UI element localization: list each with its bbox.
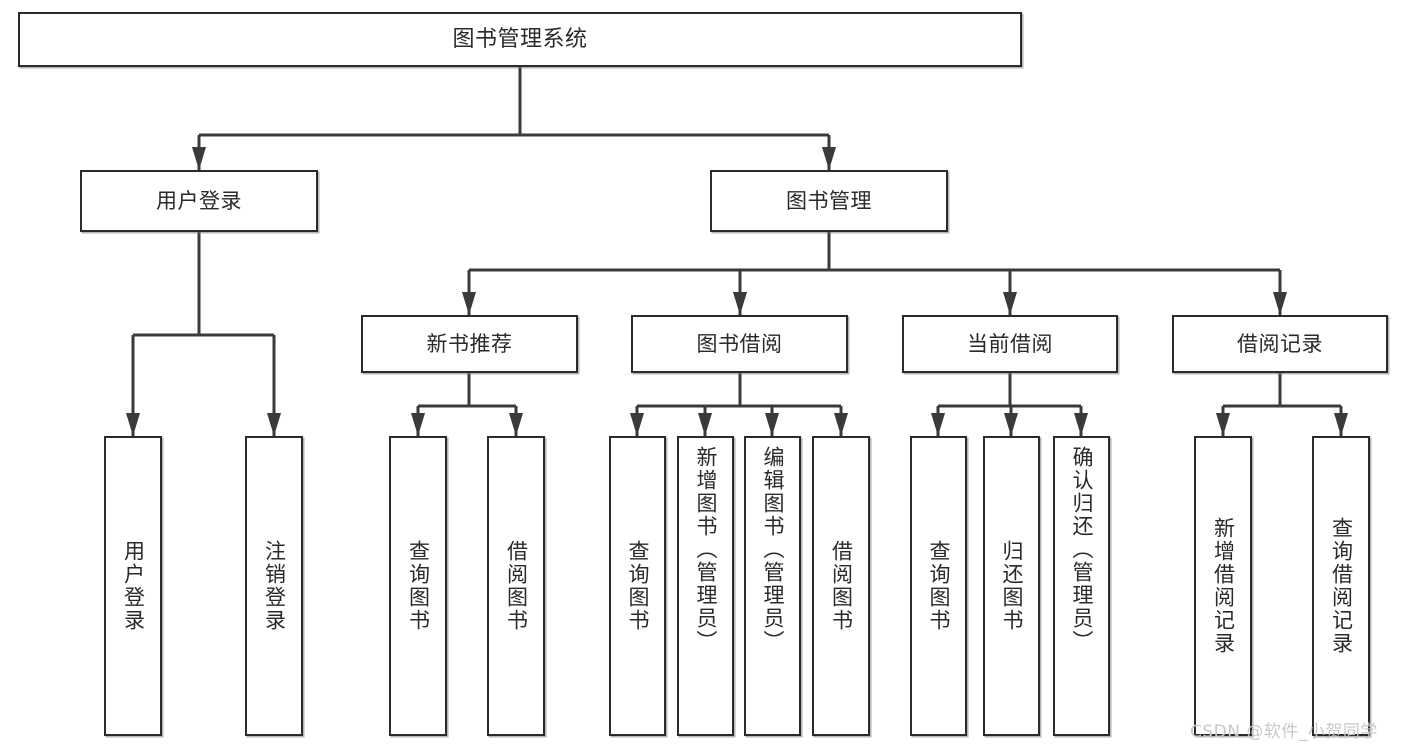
arrowhead-icon (834, 413, 848, 436)
arrowhead-icon (822, 147, 836, 170)
node-label: 归还图书 (1000, 540, 1024, 632)
node-label: 注销登录 (262, 540, 287, 632)
node-label: 图书管理 (786, 188, 872, 213)
arrowhead-icon (733, 292, 747, 315)
node-box-leaf-query-book-2[interactable]: 查询图书 (609, 436, 666, 736)
node-box-leaf-return-book[interactable]: 归还图书 (983, 436, 1040, 736)
node-label: 编辑图书（管理员） (761, 446, 785, 653)
node-box-leaf-query-book-3[interactable]: 查询图书 (910, 436, 967, 736)
node-box-current-borrow[interactable]: 当前借阅 (902, 315, 1118, 373)
arrowhead-icon (630, 413, 644, 436)
node-box-leaf-query-borrow-record[interactable]: 查询借阅记录 (1312, 436, 1370, 736)
arrowhead-icon (1334, 413, 1348, 436)
node-label: 新增图书（管理员） (694, 446, 718, 653)
node-label: 图书管理系统 (452, 26, 588, 52)
arrowhead-icon (509, 413, 523, 436)
node-label: 借阅记录 (1237, 331, 1323, 356)
arrowhead-icon (1074, 413, 1088, 436)
arrowhead-icon (1216, 413, 1230, 436)
node-box-leaf-user-login[interactable]: 用户登录 (104, 436, 162, 736)
node-box-leaf-query-book-1[interactable]: 查询图书 (389, 436, 447, 736)
node-box-leaf-confirm-return-admin[interactable]: 确认归还（管理员） (1053, 436, 1110, 736)
node-label: 查询图书 (626, 540, 650, 632)
node-box-leaf-add-book-admin[interactable]: 新增图书（管理员） (677, 436, 734, 736)
node-label: 用户登录 (156, 188, 242, 213)
node-box-borrow-record[interactable]: 借阅记录 (1172, 315, 1388, 373)
node-box-leaf-user-logout[interactable]: 注销登录 (245, 436, 303, 736)
arrowhead-icon (411, 413, 425, 436)
node-label: 确认归还（管理员） (1070, 446, 1094, 653)
arrowhead-icon (765, 413, 779, 436)
arrowhead-icon (462, 292, 476, 315)
node-box-user-login[interactable]: 用户登录 (80, 170, 318, 232)
arrowhead-icon (1004, 413, 1018, 436)
node-label: 查询图书 (406, 540, 431, 632)
node-box-leaf-add-borrow-record[interactable]: 新增借阅记录 (1194, 436, 1252, 736)
arrowhead-icon (1003, 292, 1017, 315)
arrowhead-icon (698, 413, 712, 436)
node-box-root[interactable]: 图书管理系统 (18, 12, 1022, 67)
node-box-new-book-recommend[interactable]: 新书推荐 (361, 315, 578, 373)
node-box-leaf-edit-book-admin[interactable]: 编辑图书（管理员） (744, 436, 801, 736)
arrowhead-icon (931, 413, 945, 436)
node-label: 图书借阅 (696, 331, 783, 356)
node-box-book-manage[interactable]: 图书管理 (710, 170, 948, 232)
node-label: 新书推荐 (426, 331, 513, 356)
node-box-leaf-borrow-book-2[interactable]: 借阅图书 (812, 436, 870, 736)
node-label: 借阅图书 (504, 540, 529, 632)
node-label: 当前借阅 (967, 331, 1053, 356)
arrowhead-icon (192, 147, 206, 170)
node-box-leaf-borrow-book-1[interactable]: 借阅图书 (487, 436, 545, 736)
node-label: 借阅图书 (829, 540, 854, 632)
node-box-book-borrow[interactable]: 图书借阅 (631, 315, 848, 373)
arrowhead-icon (126, 413, 140, 436)
arrowhead-icon (267, 413, 281, 436)
node-label: 用户登录 (121, 540, 146, 632)
node-label: 新增借阅记录 (1211, 517, 1236, 655)
node-label: 查询借阅记录 (1329, 517, 1354, 655)
node-label: 查询图书 (927, 540, 951, 632)
arrowhead-icon (1273, 292, 1287, 315)
